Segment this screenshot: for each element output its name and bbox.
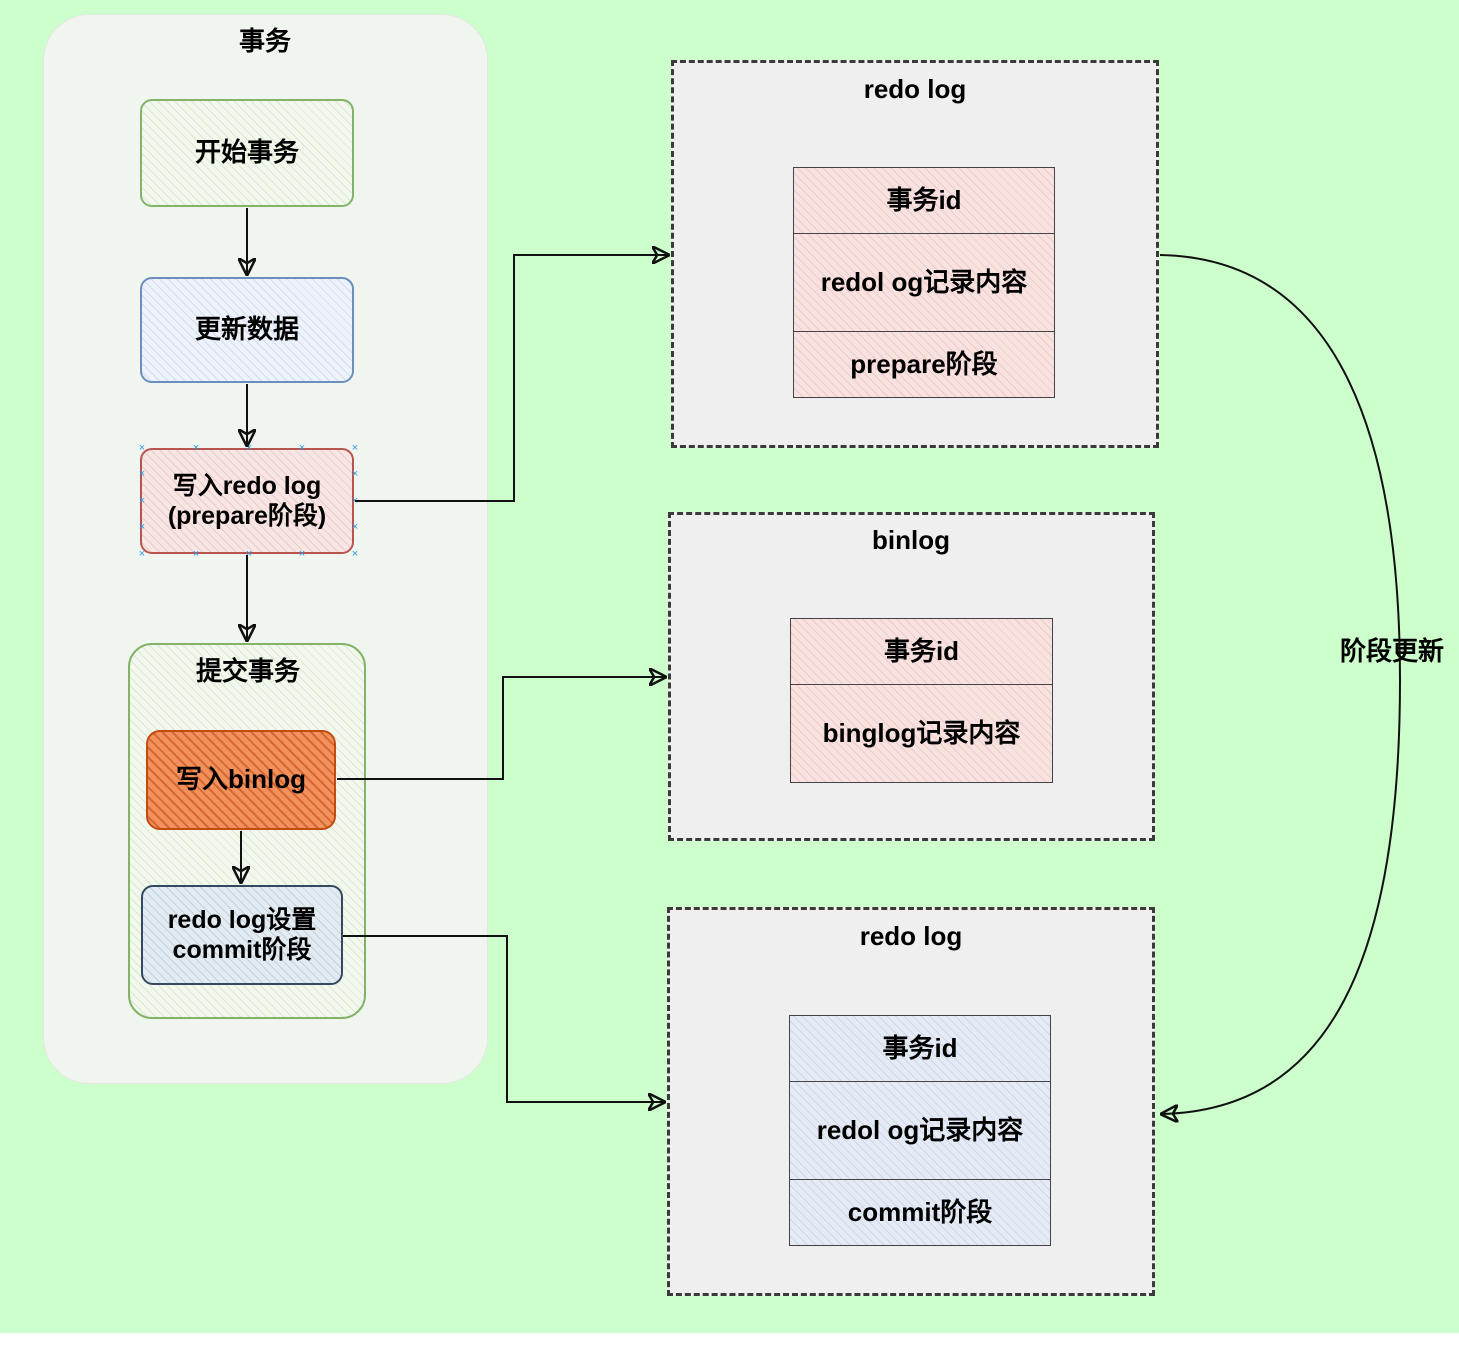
redo-commit-cell-phase: commit阶段 [789,1179,1051,1246]
write-binlog-node[interactable]: 写入binlog [146,730,336,830]
binlog-cell-content: binglog记录内容 [790,684,1053,783]
redo-log-commit-node[interactable]: redo log设置 commit阶段 [141,885,343,985]
redo-prepare-cell-phase: prepare阶段 [793,331,1055,398]
redo-commit-cell-content: redol og记录内容 [789,1081,1051,1180]
redo-log-prepare-title: redo log [863,74,967,105]
redo-prepare-cell-txid: 事务id [793,167,1055,234]
redo-prepare-cell-content: redol og记录内容 [793,233,1055,332]
phase-update-label: 阶段更新 [1330,630,1454,674]
write-redo-log-line2: (prepare阶段) [167,502,327,530]
redo-log-commit-line2: commit阶段 [172,936,312,964]
redo-log-commit-title: redo log [859,921,963,952]
binlog-cell-txid: 事务id [790,618,1053,685]
update-data-node[interactable]: 更新数据 [140,277,354,383]
redo-commit-cell-txid: 事务id [789,1015,1051,1082]
transaction-panel-title: 事务 [238,26,291,57]
redo-log-commit-line1: redo log设置 [167,906,317,934]
write-redo-log-prepare-node[interactable]: 写入redo log (prepare阶段) [140,448,354,554]
binlog-title: binlog [872,525,950,556]
start-transaction-node[interactable]: 开始事务 [140,99,354,207]
commit-transaction-title: 提交事务 [195,656,300,687]
write-redo-log-line1: 写入redo log [172,472,322,500]
